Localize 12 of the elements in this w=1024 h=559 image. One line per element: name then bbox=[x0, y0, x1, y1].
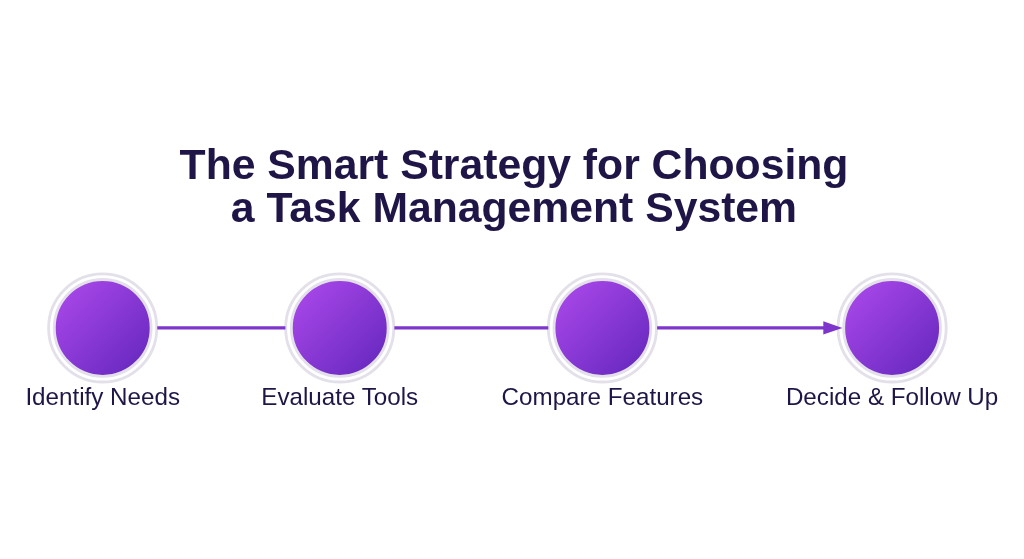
node-label: Decide & Follow Up bbox=[785, 382, 999, 410]
node-circle bbox=[284, 272, 396, 384]
diagram-title: The Smart Strategy for Choosing a Task Management System bbox=[179, 140, 849, 231]
node-circle bbox=[546, 272, 658, 384]
node-label: Identify Needs bbox=[25, 382, 181, 410]
node-circle bbox=[47, 272, 159, 384]
connector bbox=[394, 326, 549, 330]
node-label: Evaluate Tools bbox=[261, 382, 419, 410]
node-label: Compare Features bbox=[501, 382, 704, 410]
connector bbox=[157, 326, 286, 330]
arrow bbox=[657, 321, 843, 335]
node-circle bbox=[836, 272, 948, 384]
